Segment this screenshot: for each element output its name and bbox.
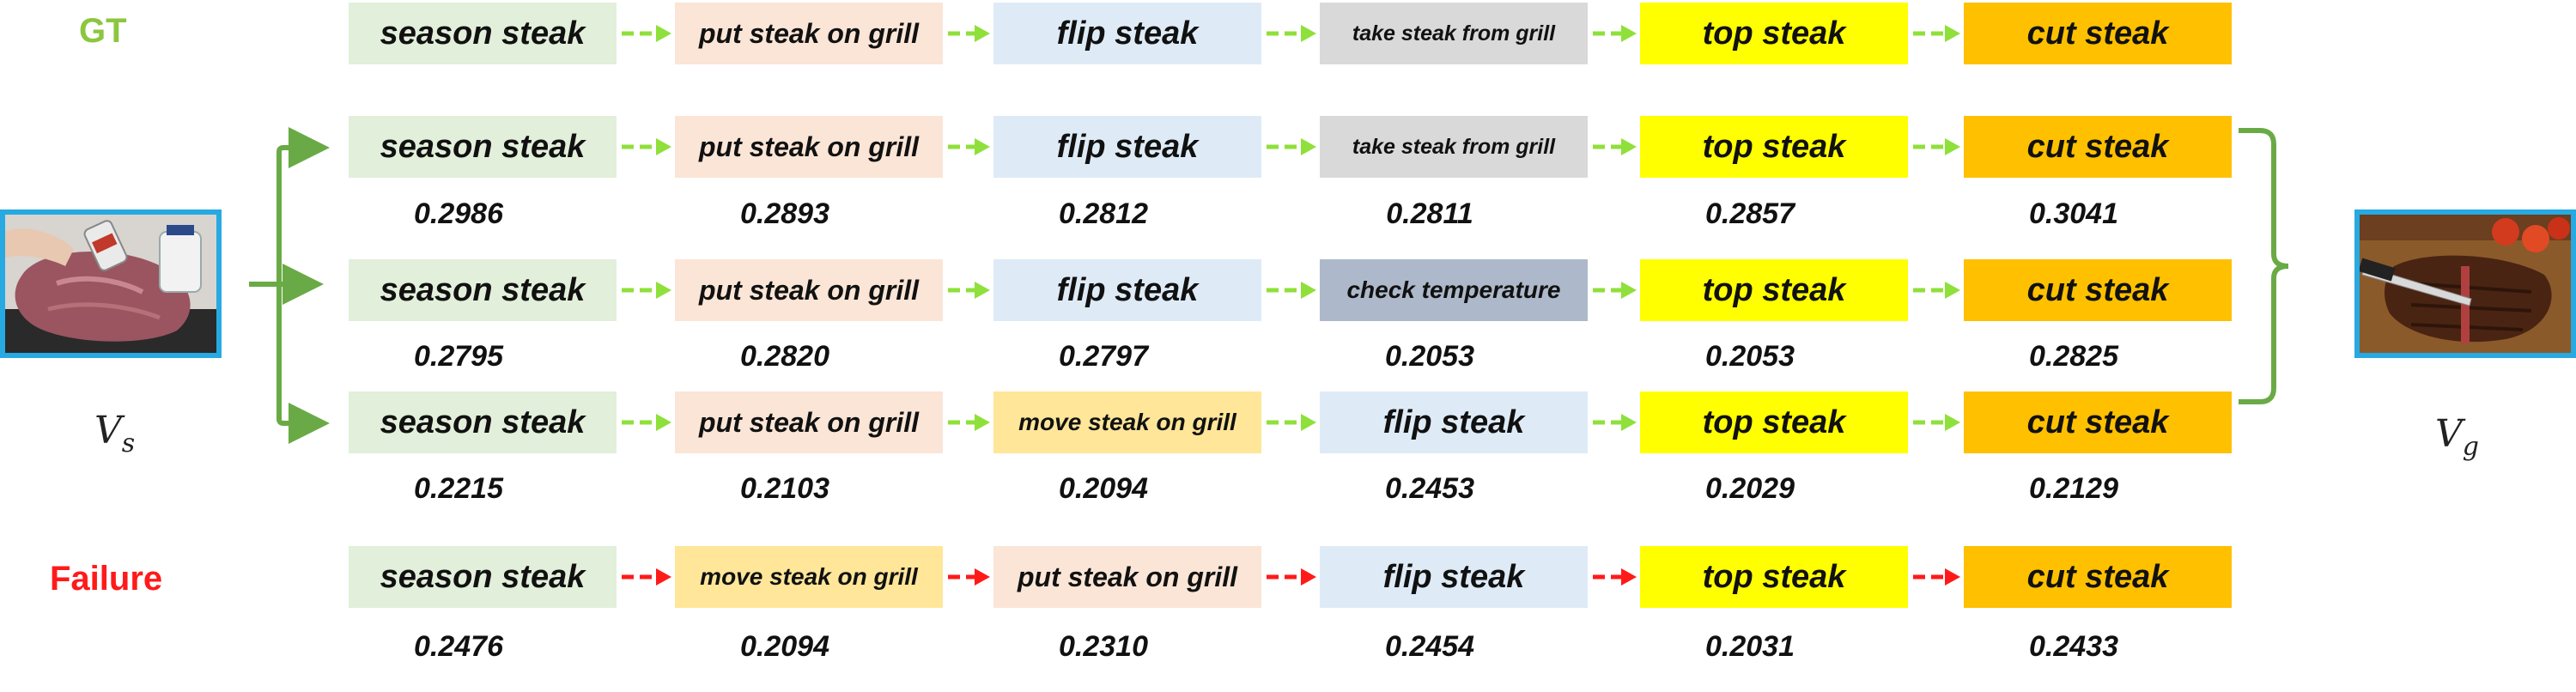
step-flip-steak: flip steak xyxy=(993,116,1261,178)
step-score: 0.2857 xyxy=(1705,197,1795,230)
failure-arrow xyxy=(1593,568,1637,586)
gt-label: GT xyxy=(79,12,127,50)
step-arrow xyxy=(1593,25,1637,42)
start-state-image xyxy=(0,209,222,358)
step-check-temperature: check temperature xyxy=(1320,259,1588,321)
step-score: 0.2454 xyxy=(1385,630,1474,663)
step-season-steak: season steak xyxy=(349,392,617,453)
step-arrow xyxy=(1267,282,1316,299)
step-score: 0.2094 xyxy=(740,630,829,663)
failure-label: Failure xyxy=(50,560,163,598)
merge-bracket xyxy=(2239,128,2289,404)
step-put-steak-on-grill: put steak on grill xyxy=(675,3,943,64)
step-arrow xyxy=(1913,282,1960,299)
step-score: 0.2053 xyxy=(1705,340,1795,373)
step-score: 0.2476 xyxy=(414,630,503,663)
step-put-steak-on-grill: put steak on grill xyxy=(675,259,943,321)
step-score: 0.2029 xyxy=(1705,472,1795,505)
step-season-steak: season steak xyxy=(349,3,617,64)
step-top-steak: top steak xyxy=(1640,546,1908,608)
step-cut-steak: cut steak xyxy=(1964,546,2232,608)
step-arrow xyxy=(622,25,671,42)
step-flip-steak: flip steak xyxy=(993,259,1261,321)
step-score: 0.2129 xyxy=(2029,472,2118,505)
step-score: 0.2053 xyxy=(1385,340,1474,373)
step-flip-steak: flip steak xyxy=(993,3,1261,64)
step-arrow xyxy=(948,282,990,299)
step-score: 0.2797 xyxy=(1059,340,1148,373)
step-arrow xyxy=(1267,414,1316,431)
step-put-steak-on-grill: put steak on grill xyxy=(675,116,943,178)
step-arrow xyxy=(1913,25,1960,42)
step-arrow xyxy=(1593,282,1637,299)
step-score: 0.2825 xyxy=(2029,340,2118,373)
step-score: 0.2031 xyxy=(1705,630,1795,663)
start-state-label: Vs xyxy=(94,409,136,458)
step-arrow xyxy=(1267,25,1316,42)
step-take-steak-from-grill: take steak from grill xyxy=(1320,116,1588,178)
step-move-steak-on-grill: move steak on grill xyxy=(993,392,1261,453)
step-top-steak: top steak xyxy=(1640,259,1908,321)
branch-connector xyxy=(249,127,330,444)
step-season-steak: season steak xyxy=(349,546,617,608)
step-arrow xyxy=(948,138,990,155)
step-flip-steak: flip steak xyxy=(1320,392,1588,453)
step-top-steak: top steak xyxy=(1640,392,1908,453)
step-top-steak: top steak xyxy=(1640,116,1908,178)
step-arrow xyxy=(622,282,671,299)
step-score: 0.2215 xyxy=(414,472,503,505)
goal-state-image xyxy=(2354,209,2576,358)
failure-arrow xyxy=(1913,568,1960,586)
step-score: 0.3041 xyxy=(2029,197,2118,230)
step-arrow xyxy=(948,414,990,431)
step-score: 0.2103 xyxy=(740,472,829,505)
step-cut-steak: cut steak xyxy=(1964,3,2232,64)
step-arrow xyxy=(622,138,671,155)
step-score: 0.2094 xyxy=(1059,472,1148,505)
step-score: 0.2811 xyxy=(1386,197,1473,230)
step-score: 0.2453 xyxy=(1385,472,1474,505)
goal-state-label: Vg xyxy=(2435,412,2479,462)
step-arrow xyxy=(622,414,671,431)
step-move-steak-on-grill: move steak on grill xyxy=(675,546,943,608)
step-arrow xyxy=(1593,138,1637,155)
step-season-steak: season steak xyxy=(349,116,617,178)
step-put-steak-on-grill: put steak on grill xyxy=(675,392,943,453)
step-score: 0.2433 xyxy=(2029,630,2118,663)
step-flip-steak: flip steak xyxy=(1320,546,1588,608)
step-score: 0.2795 xyxy=(414,340,503,373)
step-score: 0.2820 xyxy=(740,340,829,373)
step-cut-steak: cut steak xyxy=(1964,116,2232,178)
failure-arrow xyxy=(1267,568,1316,586)
raw-steak-seasoning-photo-icon xyxy=(5,215,216,353)
step-arrow xyxy=(1913,138,1960,155)
step-score: 0.2812 xyxy=(1059,197,1148,230)
step-arrow xyxy=(1913,414,1960,431)
step-top-steak: top steak xyxy=(1640,3,1908,64)
step-arrow xyxy=(1267,138,1316,155)
cut-cooked-steak-photo-icon xyxy=(2360,215,2571,353)
step-cut-steak: cut steak xyxy=(1964,259,2232,321)
step-season-steak: season steak xyxy=(349,259,617,321)
step-cut-steak: cut steak xyxy=(1964,392,2232,453)
failure-arrow xyxy=(622,568,671,586)
step-score: 0.2893 xyxy=(740,197,829,230)
step-put-steak-on-grill: put steak on grill xyxy=(993,546,1261,608)
step-arrow xyxy=(1593,414,1637,431)
step-score: 0.2986 xyxy=(414,197,503,230)
step-score: 0.2310 xyxy=(1059,630,1148,663)
step-take-steak-from-grill: take steak from grill xyxy=(1320,3,1588,64)
step-arrow xyxy=(948,25,990,42)
failure-arrow xyxy=(948,568,990,586)
